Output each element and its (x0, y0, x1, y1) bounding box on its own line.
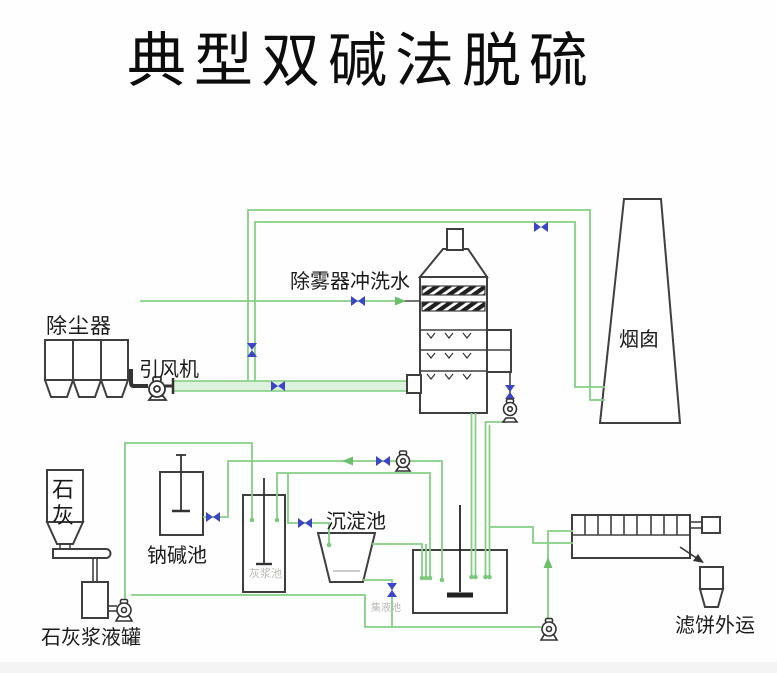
label-reaction-tank-faint: 集液池 (371, 603, 401, 614)
reaction-tank-agitator-icon (447, 505, 473, 598)
valve-icon (271, 381, 285, 391)
label-settling-tank: 沉淀池 (326, 511, 386, 533)
label-demister-flush-water: 除雾器冲洗水 (290, 271, 410, 293)
valve-icon (206, 512, 220, 522)
flow-arrow-right-icon (395, 296, 406, 306)
flow-arrow-left-icon (342, 456, 353, 466)
label-lime-slurry-tank: 石灰浆液罐 (41, 627, 141, 649)
valve-icon (247, 343, 257, 357)
valve-icon (376, 456, 390, 466)
pump-icon (539, 617, 559, 641)
page-edge (0, 662, 777, 673)
dip-pipe-ends (249, 517, 492, 583)
cake-bin (698, 566, 725, 608)
chimney (598, 198, 682, 424)
slurry-feed-pipe (92, 558, 98, 582)
settling-tank (316, 532, 377, 583)
valve-icon (351, 296, 365, 306)
pump-icon (114, 598, 134, 622)
label-soda-tank: 钠碱池 (147, 545, 207, 567)
page-title: 典型双碱法脱硫 (127, 28, 597, 94)
piping-network (124, 300, 573, 628)
belt-filter (571, 514, 691, 559)
absorber-tower (417, 248, 512, 414)
filter-motor (690, 516, 721, 534)
dust-collector (43, 339, 130, 398)
collector-outlet-duct (129, 369, 148, 388)
tower-inlet-box (406, 374, 422, 394)
pump-icon (394, 450, 412, 472)
valve-icon (505, 385, 515, 399)
valve-icon (298, 518, 312, 528)
flue-gas-ducts (172, 209, 605, 401)
screw-conveyor (52, 548, 112, 559)
id-fan-icon (147, 376, 173, 401)
label-filter-cake-out: 滤饼外运 (675, 615, 755, 637)
label-id-fan: 引风机 (139, 359, 199, 381)
soda-tank-agitator-icon (172, 454, 190, 513)
valve-icons (206, 222, 548, 597)
label-lime: 石灰 (52, 477, 75, 528)
flow-arrow-up-icon (543, 557, 553, 568)
slurry-pump-shaft (108, 605, 117, 612)
lime-slurry-tank (81, 581, 109, 619)
label-mixing-tank-faint: 灰浆池 (249, 568, 282, 580)
tower-outlet-stack (446, 228, 464, 251)
valve-icon (387, 583, 397, 597)
label-dust-collector: 除尘器 (46, 314, 112, 338)
cake-arrow-icon (679, 546, 704, 563)
lime-silo (45, 469, 85, 549)
pump-icon (501, 398, 519, 423)
pump-icons (114, 398, 559, 641)
spray-nozzles (426, 332, 472, 380)
flow-arrow-icons (342, 296, 553, 568)
label-chimney: 烟囱 (619, 329, 659, 351)
valve-icon (534, 222, 548, 232)
mixing-tank-agitator-icon (256, 478, 272, 566)
